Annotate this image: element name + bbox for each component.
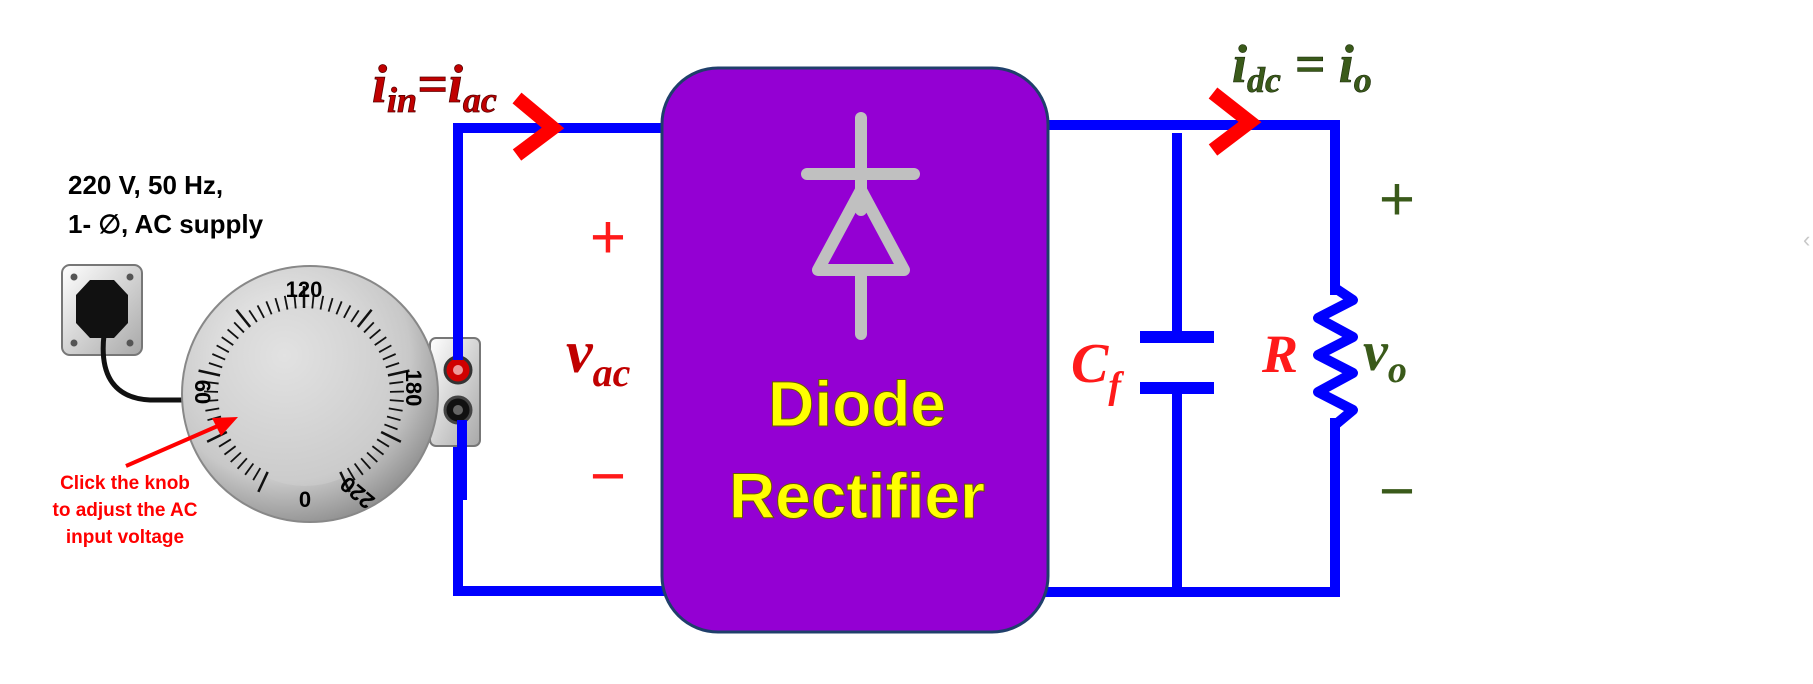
- rectifier-label-line2: Rectifier: [729, 460, 985, 532]
- cap-base: C: [1071, 333, 1109, 395]
- input-plus-sign: +: [590, 203, 626, 272]
- v-o-sub: o: [1388, 349, 1407, 391]
- i-dc-base: i: [1232, 34, 1247, 94]
- hint-line-2: to adjust the AC: [53, 500, 198, 521]
- knob-tick-60: 60: [190, 380, 215, 404]
- supply-label-line2: 1- ∅, AC supply: [68, 209, 264, 239]
- i-ac-sub: ac: [463, 80, 497, 120]
- hint-line-3: input voltage: [66, 527, 184, 548]
- capacitor-symbol: [1140, 337, 1214, 388]
- edge-chevron-icon: ‹: [1803, 227, 1810, 252]
- cap-sub: f: [1108, 365, 1124, 407]
- input-top-wire: [458, 128, 666, 380]
- resistor-symbol: [1318, 288, 1353, 425]
- i-dc-sub: dc: [1247, 60, 1281, 100]
- input-bottom-wire: [458, 418, 666, 591]
- knob-tick-0: 0: [299, 487, 311, 512]
- rectifier-label-line1: Diode: [768, 368, 946, 440]
- equals-sign: =: [417, 54, 448, 114]
- i-o-sub: o: [1354, 60, 1372, 100]
- knob-tick-120: 120: [286, 277, 323, 302]
- supply-label-line1: 220 V, 50 Hz,: [68, 170, 223, 200]
- input-minus-sign: −: [590, 442, 626, 511]
- output-voltage-label: vo: [1363, 321, 1407, 391]
- equals-sign-dc: =: [1281, 34, 1339, 94]
- output-current-label: idc = io: [1232, 34, 1372, 100]
- i-ac-base: i: [448, 54, 463, 114]
- i-o-base: i: [1339, 34, 1354, 94]
- output-minus-sign: −: [1379, 457, 1415, 526]
- input-voltage-label: vac: [566, 319, 631, 395]
- capacitor-label: Cf: [1071, 333, 1124, 407]
- i-in-sub: in: [387, 80, 417, 120]
- resistor-label: R: [1261, 324, 1298, 384]
- i-in-base: i: [372, 54, 387, 114]
- knob-tick-180: 180: [401, 370, 426, 407]
- output-plus-sign: +: [1379, 165, 1415, 234]
- hint-line-1: Click the knob: [60, 473, 190, 494]
- v-ac-base: v: [566, 319, 594, 385]
- v-ac-sub: ac: [593, 350, 631, 395]
- v-o-base: v: [1363, 321, 1389, 383]
- voltage-knob[interactable]: 120 180 220 0 60: [182, 266, 438, 522]
- input-current-label: iin=iac: [372, 54, 497, 120]
